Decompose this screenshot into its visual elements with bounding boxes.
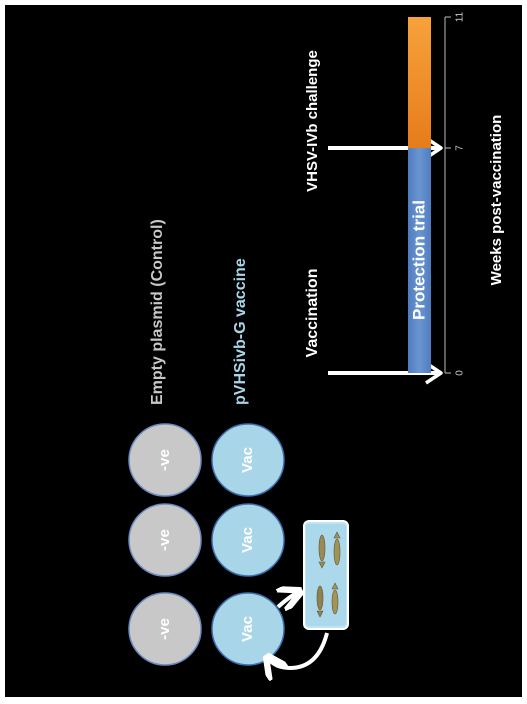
axis-tick-label: 11: [455, 11, 466, 22]
control-group-label: Empty plasmid (Control): [149, 219, 166, 405]
control-circle-label: -ve: [156, 449, 173, 471]
axis-tick-label: 7: [455, 145, 466, 151]
vaccine-circle: Vac: [211, 592, 285, 666]
fish-tank-icon: [303, 520, 349, 630]
fish-icon: [331, 582, 339, 615]
vaccine-circle: Vac: [211, 423, 285, 497]
vaccination-label: Vaccination: [304, 269, 321, 358]
challenge-label: VHSV-IVb challenge: [304, 50, 321, 192]
challenge-bar: [408, 17, 431, 148]
control-circle: -ve: [128, 503, 202, 577]
vaccine-circle: Vac: [211, 503, 285, 577]
fish-icon: [333, 531, 341, 566]
vaccine-circle-label: Vac: [239, 447, 256, 473]
control-circle-label: -ve: [156, 618, 173, 640]
protection-trial-label: Protection trial: [409, 200, 428, 320]
protection-trial-bar: [408, 148, 431, 373]
vaccine-circle-label: Vac: [239, 527, 256, 553]
control-circle: -ve: [128, 592, 202, 666]
control-group: -ve -ve -ve: [128, 423, 202, 666]
control-circle-label: -ve: [156, 529, 173, 551]
arrow-from-tank: [268, 632, 329, 668]
vaccine-group: Vac Vac Vac: [211, 423, 285, 666]
axis-tick-label: 0: [455, 370, 466, 376]
arrow-to-tank: [278, 592, 299, 607]
axis-title: Weeks post-vaccination: [488, 115, 505, 286]
fish-icon: [316, 585, 324, 618]
fish-icon: [318, 534, 326, 569]
control-circle: -ve: [128, 423, 202, 497]
timeline-axis: [444, 16, 451, 374]
slide-background: [5, 5, 522, 697]
vaccine-circle-label: Vac: [239, 616, 256, 642]
vaccine-group-label: pVHSivb-G vaccine: [232, 258, 249, 405]
